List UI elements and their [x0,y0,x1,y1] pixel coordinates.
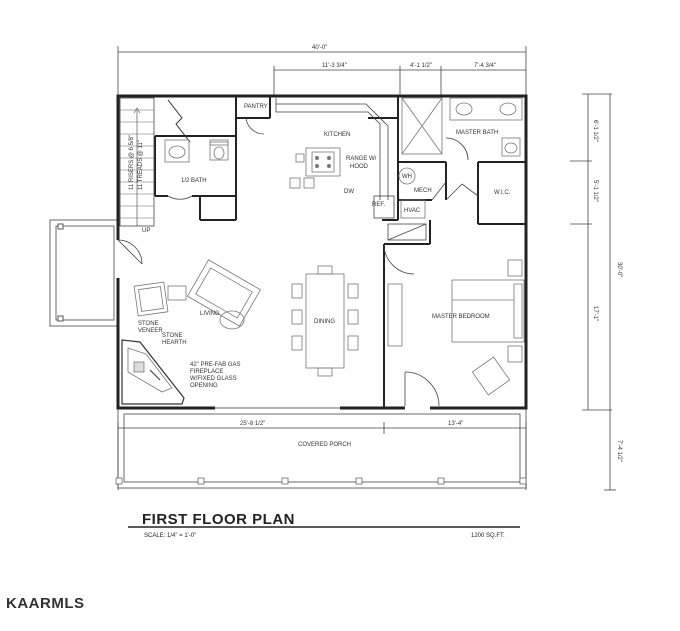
kitchen-label: KITCHEN [324,132,350,138]
dim-overall-width: 40'-0" [312,45,327,51]
bedroom-exterior-door[interactable] [404,371,440,407]
wic-door[interactable] [445,183,479,201]
stone-hearth-label-2: HEARTH [162,340,187,346]
dim-living-width: 25'-8 1/2" [240,421,265,427]
master-bath-fixtures [401,97,523,157]
interior-walls [154,96,526,408]
covered-porch-label: COVERED PORCH [298,442,351,448]
dining-label: DINING [314,319,335,325]
plan-area: 1200 SQ.FT. [471,533,505,539]
exterior-walls [116,94,528,410]
entry-door-swing[interactable] [117,239,143,265]
dim-overall-depth: 30'-0" [616,262,622,277]
wic-label: W.I.C. [494,190,511,196]
dim-bath-depth: 6'-1 1/2" [592,120,598,142]
fireplace-label-3: W/FIXED GLASS [190,376,237,382]
stool-icon [289,177,301,189]
bedroom-entry-door[interactable] [383,243,415,275]
stone-veneer-label-2: VENEER [138,328,163,334]
half-bath-fixtures [164,139,229,163]
watermark-logo: KAARMLS [6,595,85,612]
stone-veneer-label-1: STONE [138,321,159,327]
dim-bedroom-width: 13'-4" [448,421,463,427]
fireplace-label-4: OPENING [190,383,218,389]
plan-scale: SCALE: 1/4" = 1'-0" [144,533,197,539]
half-bath-label: 1/2 BATH [181,178,207,184]
stairs-treads-label: 11 TREADS @ 11" [138,140,144,190]
hood-label: HOOD [350,164,369,170]
stool-icon [303,177,315,189]
dim-wic-depth: 5'-1 1/2" [592,180,598,202]
fireplace-label-2: FIREPLACE [190,369,223,375]
wh-label: WH [402,174,412,180]
hvac-label: HVAC [404,208,421,214]
pantry-door[interactable] [245,117,265,135]
stairs-up-label: UP [142,228,150,234]
water-heater-icon [398,167,416,185]
dining-table [291,265,359,377]
fireplace [121,339,185,405]
dimension-lines [117,46,616,491]
range-label: RANGE W/ [346,156,377,162]
mech-label: MECH [414,188,432,194]
master-bath-label: MASTER BATH [456,130,498,136]
closet-shelf [387,223,427,241]
ref-label: REF. [372,202,385,208]
pantry-label: PANTRY [244,104,268,110]
stairs [119,97,191,227]
master-bath-door[interactable] [445,137,469,161]
dw-label: DW [344,189,354,195]
stool-icon [295,153,305,163]
bedroom-furniture [387,259,525,396]
dim-mech-width: 4'-1 1/2" [410,63,432,69]
kitchen-counters [275,98,395,219]
half-bath-door[interactable] [167,195,193,200]
dim-bedroom-depth: 17'-1" [592,306,598,321]
living-label: LIVING [200,311,220,317]
kitchen-island [289,147,341,189]
dim-porch-depth: 7'-4 1/2" [616,440,622,462]
plan-title: FIRST FLOOR PLAN [142,511,295,528]
fireplace-label-1: 42" PRE-FAB GAS [190,362,240,368]
entry-door[interactable] [117,239,143,265]
stone-hearth-label-1: STONE [162,333,183,339]
dim-kitchen-width: 11'-3 3/4" [322,63,347,69]
living-furniture [133,259,262,330]
dim-bath-width: 7'-4 3/4" [474,63,496,69]
stairs-risers-label: 11 RISERS @ 6 5/8" [129,135,135,190]
mech-door[interactable] [431,181,447,201]
hvac-unit-icon [400,199,426,219]
master-bedroom-label: MASTER BEDROOM [432,314,490,320]
